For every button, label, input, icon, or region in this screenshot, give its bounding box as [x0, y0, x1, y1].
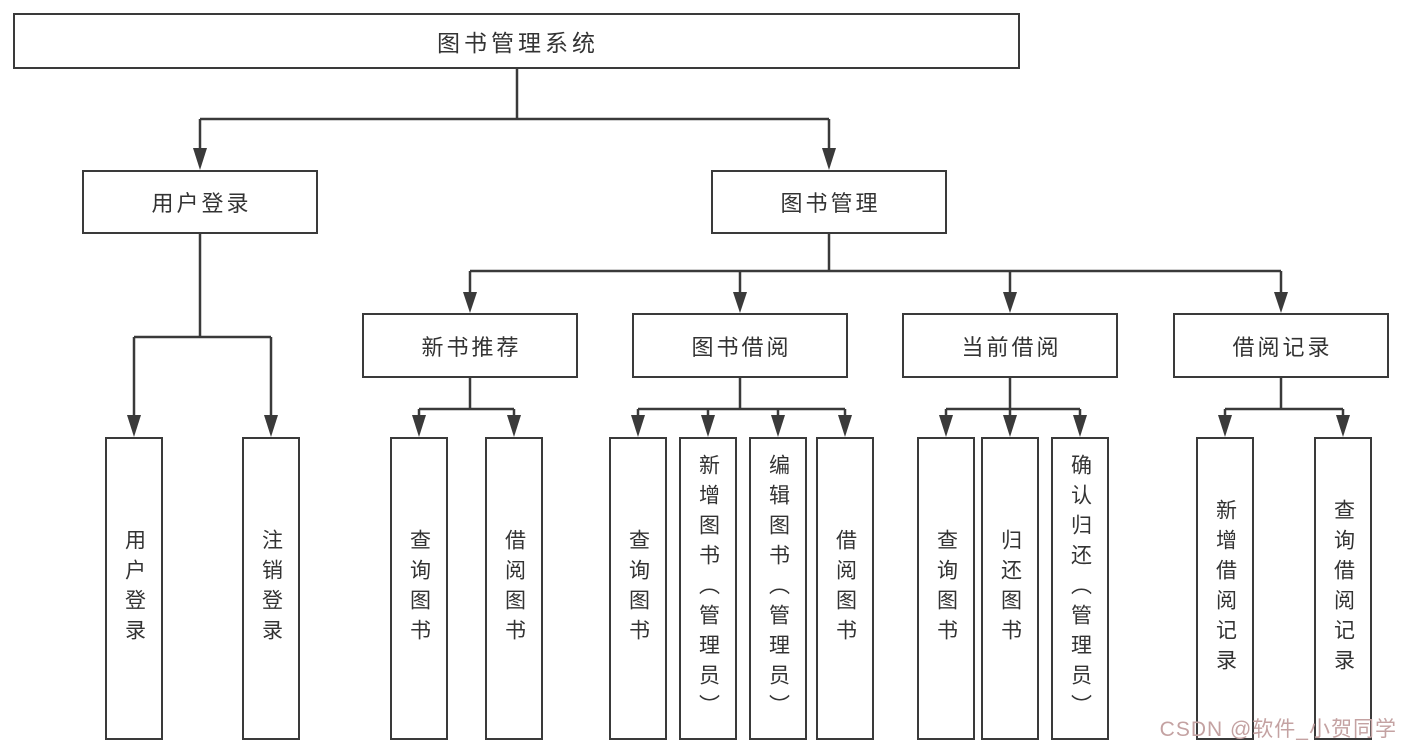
node-book-borrow: 图书借阅 — [632, 313, 848, 378]
node-query-books-borrow: 查询图书 — [609, 437, 667, 740]
node-user-login-branch: 用户登录 — [82, 170, 318, 234]
node-new-book-recommend: 新书推荐 — [362, 313, 578, 378]
node-borrow-record: 借阅记录 — [1173, 313, 1389, 378]
node-return-book: 归还图书 — [981, 437, 1039, 740]
node-confirm-return-admin: 确认归还（管理员） — [1051, 437, 1109, 740]
csdn-watermark: CSDN @软件_小贺同学 — [1159, 718, 1397, 741]
node-edit-book-admin: 编辑图书（管理员） — [749, 437, 807, 740]
node-add-borrow-record: 新增借阅记录 — [1196, 437, 1254, 740]
node-borrow-books-recommend: 借阅图书 — [485, 437, 543, 740]
node-add-book-admin: 新增图书（管理员） — [679, 437, 737, 740]
node-query-books-current: 查询图书 — [917, 437, 975, 740]
node-library-system: 图书管理系统 — [13, 13, 1020, 69]
node-current-borrow: 当前借阅 — [902, 313, 1118, 378]
node-query-borrow-record: 查询借阅记录 — [1314, 437, 1372, 740]
node-book-management-branch: 图书管理 — [711, 170, 947, 234]
node-borrow-books-leaf: 借阅图书 — [816, 437, 874, 740]
node-logout: 注销登录 — [242, 437, 300, 740]
node-user-login-leaf: 用户登录 — [105, 437, 163, 740]
node-query-books-recommend: 查询图书 — [390, 437, 448, 740]
